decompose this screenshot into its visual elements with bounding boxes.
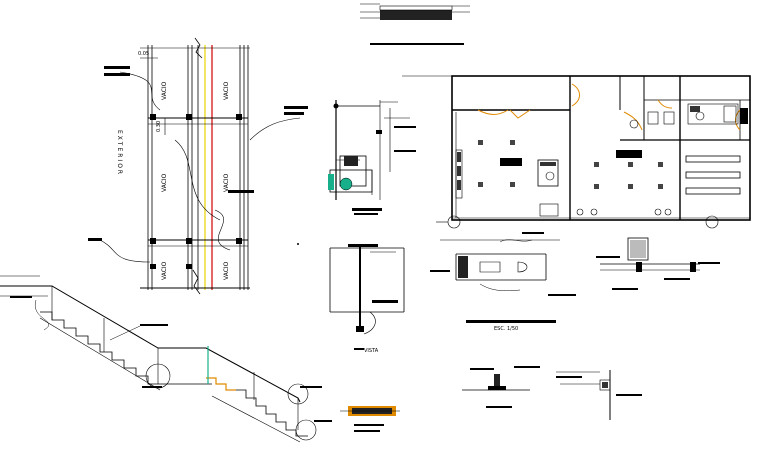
beam-small-detail: [340, 406, 400, 432]
vacio-label-4: VACIO: [223, 173, 230, 192]
dim-mid-label: 0.30: [156, 121, 162, 132]
stair-section: [0, 275, 332, 443]
anchor-detail-left: [462, 366, 540, 408]
top-hatch-detail: [360, 3, 470, 45]
vacio-label-5: VACIO: [161, 261, 168, 280]
column-detail: [284, 100, 416, 215]
scale-label: ESC. 1/50: [494, 326, 518, 332]
plan-detail: ESC. 1/50: [430, 232, 576, 332]
floor-plan: [402, 75, 751, 229]
vacio-label-6: VACIO: [223, 261, 230, 280]
exterior-label: EXTERIOR: [116, 130, 123, 176]
vista-label: VISTA: [364, 348, 379, 354]
anchor-detail-right: [556, 370, 642, 420]
column-base-detail: [596, 237, 720, 290]
vacio-label-3: VACIO: [161, 173, 168, 192]
wall-section-detail: 0.05 0.30 EXTERIOR VACIO VACIO VACIO VAC…: [88, 37, 301, 295]
dim-top-label: 0.05: [138, 51, 149, 57]
vacio-label-2: VACIO: [223, 81, 230, 100]
vista-detail: VISTA: [329, 244, 405, 354]
vacio-label-1: VACIO: [161, 81, 168, 100]
